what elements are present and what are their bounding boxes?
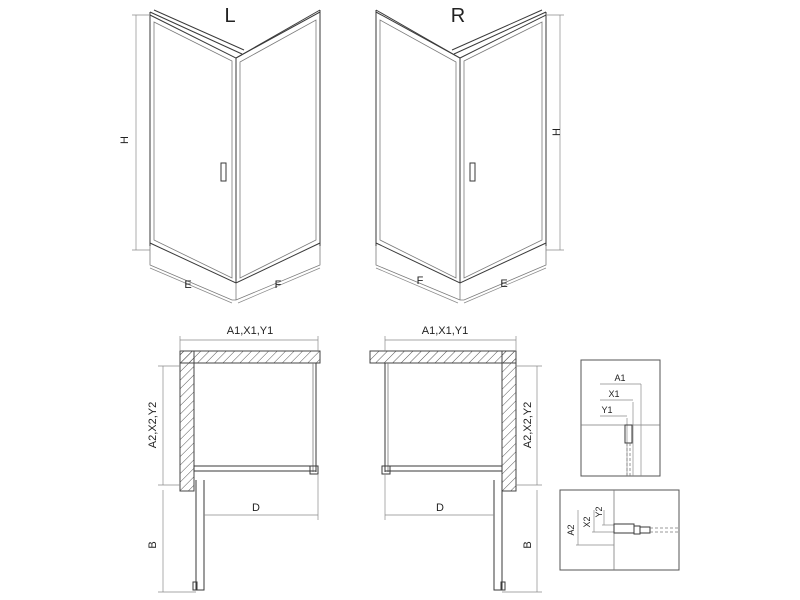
left-plan-front-glass xyxy=(193,465,317,472)
right-swing-label: B xyxy=(522,541,534,548)
right-f-label: F xyxy=(417,275,424,287)
detail-top-x-label: X1 xyxy=(608,389,619,399)
right-plan-view: A1,X1,Y1 A2,X2,Y2 D B xyxy=(369,325,542,593)
left-door-label: D xyxy=(252,502,260,514)
right-e-label: E xyxy=(500,278,507,290)
detail-top-y-label: Y1 xyxy=(601,405,612,415)
detail-top-a-label: A1 xyxy=(614,373,625,383)
detail-top-box: A1 X1 Y1 xyxy=(580,359,661,477)
right-iso-view: H F E xyxy=(375,9,564,304)
right-height-label: H xyxy=(551,128,563,136)
left-view-label: L xyxy=(224,5,235,27)
left-f-label: F xyxy=(275,279,282,291)
left-width-label: A1,X1,Y1 xyxy=(227,325,273,337)
detail-bottom-a-label: A2 xyxy=(566,524,576,535)
right-depth-label: A2,X2,Y2 xyxy=(522,402,534,448)
detail-bottom-box: A2 X2 Y2 xyxy=(559,489,680,571)
left-iso-fixed-panel xyxy=(149,14,237,284)
right-width-label: A1,X1,Y1 xyxy=(422,325,468,337)
left-iso-view: H E F xyxy=(119,9,321,304)
right-iso-handle-icon xyxy=(469,162,476,182)
right-iso-fixed-panel xyxy=(459,14,547,284)
left-swing-label: B xyxy=(147,541,159,548)
left-iso-door-panel xyxy=(235,11,321,284)
left-e-label: E xyxy=(184,279,191,291)
left-plan-view: A1,X1,Y1 A2,X2,Y2 D B xyxy=(147,325,321,593)
left-iso-handle-icon xyxy=(220,162,227,182)
right-door-label: D xyxy=(436,502,444,514)
detail-bottom-x-label: X2 xyxy=(582,516,592,527)
right-plan-front-glass xyxy=(384,465,503,472)
detail-bottom-y-label: Y2 xyxy=(594,506,604,517)
left-depth-label: A2,X2,Y2 xyxy=(147,402,159,448)
right-iso-door-panel xyxy=(375,11,461,284)
right-view-label: R xyxy=(451,5,465,27)
left-height-label: H xyxy=(119,136,131,144)
